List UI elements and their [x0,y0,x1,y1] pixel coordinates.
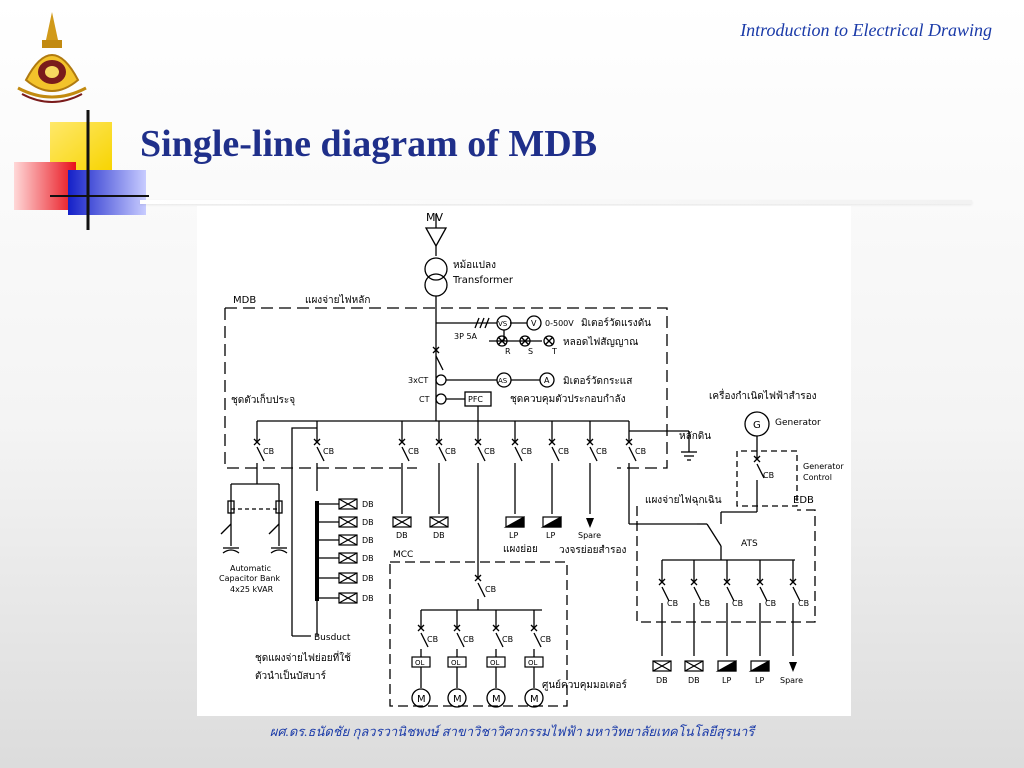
cb-label: CB [558,447,569,456]
ammeter-th-label: มิเตอร์วัดกระแส [563,375,632,387]
db-label: DB [362,500,374,509]
as-label: AS [498,377,508,385]
motor-label: M [492,694,501,705]
mdb-label: MDB [233,295,256,306]
cb-label: CB [485,585,496,594]
cb-label: CB [763,471,774,480]
title-divider [140,200,972,204]
ground-th-label: หลักดิน [679,431,711,442]
lp-label: LP [509,531,518,540]
lp-label: LP [755,676,764,685]
ol-label: OL [451,659,461,667]
v-range-label: 0-500V [545,319,574,328]
diagram-canvas: MV หม้อแปลง Transformer MDB แผงจ่ายไฟหลั… [219,211,844,708]
db-label: DB [656,676,668,685]
phase-s-label: S [528,347,533,356]
mv-label: MV [426,211,443,224]
capacitor-th-label: ชุดตัวเก็บประจุ [231,392,295,406]
phase-t-label: T [551,347,557,356]
cb-label: CB [521,447,532,456]
lp-th-label: แผงย่อย [503,544,538,555]
cap-bank-line3: 4x25 kVAR [230,585,274,594]
cap-bank-line2: Capacitor Bank [219,574,280,583]
phase-r-label: R [505,347,511,356]
ct-label: CT [419,395,430,404]
motor-label: M [417,694,426,705]
ol-label: OL [415,659,425,667]
university-logo [17,12,87,103]
lp-label: LP [546,531,555,540]
vs-label: VS [498,320,508,328]
cb-label: CB [323,447,334,456]
busduct-th-line1: ชุดแผงจ่ายไฟย่อยที่ใช้ [255,650,351,664]
ct3-label: 3xCT [408,376,428,385]
db-label: DB [362,536,374,545]
generator-control-line2: Control [803,473,832,482]
motor-center-th-label: ศูนย์ควบคุมมอเตอร์ [542,679,627,691]
course-title: Introduction to Electrical Drawing [740,20,992,40]
footer-credit: ผศ.ดร.ธนัดชัย กุลวรวานิชพงษ์ สาขาวิชาวิศ… [269,724,755,739]
cb-label: CB [502,635,513,644]
pt-label: 3P 5A [454,332,478,341]
busduct-label: Busduct [314,633,351,643]
edb-th-label: แผงจ่ายไฟฉุกเฉิน [645,494,722,506]
cb-label: CB [427,635,438,644]
cb-label: CB [732,599,743,608]
slide-title: Single-line diagram of MDB [140,123,598,165]
db-label: DB [362,518,374,527]
cb-label: CB [540,635,551,644]
cb-label: CB [596,447,607,456]
motor-label: M [453,694,462,705]
pfc-th-label: ชุดควบคุมตัวประกอบกำลัง [510,394,626,405]
spare-th-label: วงจรย่อยสำรอง [559,545,627,556]
cb-label: CB [635,447,646,456]
db-label: DB [396,531,408,540]
mdb-th-label: แผงจ่ายไฟหลัก [305,294,370,306]
transformer-th-label: หม้อแปลง [453,259,496,271]
db-label: DB [362,594,374,603]
db-label: DB [362,554,374,563]
generator-control-line1: Generator [803,462,844,471]
cb-label: CB [699,599,710,608]
cb-label: CB [445,447,456,456]
cb-label: CB [667,599,678,608]
lp-label: LP [722,676,731,685]
edb-label: EDB [793,495,814,506]
generator-th-label: เครื่องกำเนิดไฟฟ้าสำรอง [709,388,817,402]
db-label: DB [433,531,445,540]
ol-label: OL [490,659,500,667]
cb-label: CB [463,635,474,644]
db-label: DB [362,574,374,583]
transformer-en-label: Transformer [452,275,514,286]
cap-bank-line1: Automatic [230,564,271,573]
a-label: A [544,376,550,385]
cb-label: CB [263,447,274,456]
db-label: DB [688,676,700,685]
spare-label: Spare [578,531,601,540]
voltmeter-th-label: มิเตอร์วัดแรงดัน [581,317,651,329]
generator-g-label: G [753,420,761,431]
busduct-th-line2: ตัวนำเป็นบัสบาร์ [255,668,327,682]
generator-label: Generator [775,418,821,428]
cb-label: CB [765,599,776,608]
mcc-label: MCC [393,550,413,560]
decorative-squares [14,110,149,230]
lamp-th-label: หลอดไฟสัญญาณ [563,336,638,348]
cb-label: CB [408,447,419,456]
v-label: V [531,319,537,328]
pfc-label: PFC [468,395,483,404]
cb-label: CB [798,599,809,608]
ol-label: OL [528,659,538,667]
spare-label: Spare [780,676,803,685]
single-line-diagram: MV หม้อแปลง Transformer MDB แผงจ่ายไฟหลั… [197,206,851,716]
motor-label: M [530,694,539,705]
ats-label: ATS [741,539,758,549]
cb-label: CB [484,447,495,456]
